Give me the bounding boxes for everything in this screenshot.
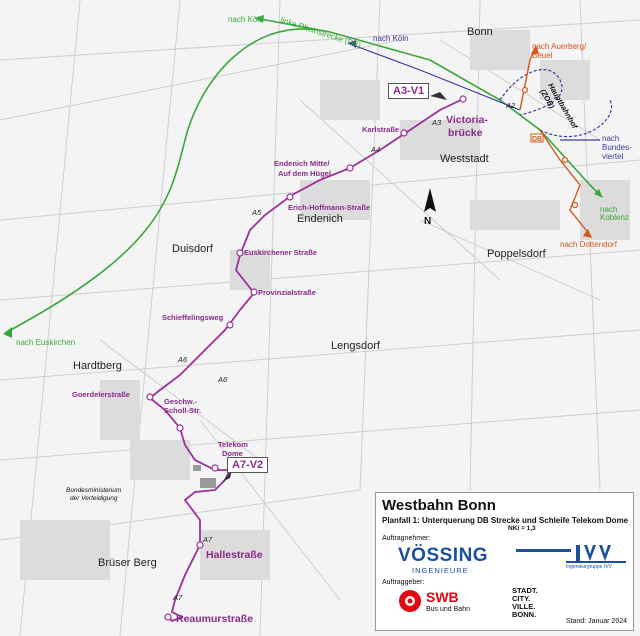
dir-auerberg-1: nach Auerberg/ <box>532 42 587 51</box>
swb-icon <box>399 590 421 612</box>
dir-bundesviertel-2: Bundes- <box>602 143 632 152</box>
arrow-dottendorf <box>583 229 592 238</box>
ivv-subtitle: Ingenieurgruppe IVV <box>566 564 612 570</box>
seg-a7-2: A7 <box>172 593 183 602</box>
voessing-logo: VÖSSING <box>398 545 489 566</box>
a3v1-pointer <box>430 92 447 100</box>
stop-schieffelingsweg: Schieffelingsweg <box>162 313 224 322</box>
arrow-koelln-green <box>255 15 264 23</box>
orange-stops <box>521 86 579 209</box>
dir-dottendorf: nach Dottendorf <box>560 240 618 249</box>
dir-bundesviertel-1: nach <box>602 134 619 143</box>
district-lengsdorf: Lengsdorf <box>331 340 381 352</box>
seg-a2: A2 <box>505 101 516 110</box>
dir-koblenz-1: nach <box>600 205 617 214</box>
poi-bmvg-1: Bundesministerium <box>66 487 122 494</box>
district-endenich: Endenich <box>297 213 343 225</box>
building-blocks <box>20 30 630 580</box>
legend-nki: NKI = 1,3 <box>508 525 536 532</box>
dir-koeln-blue: nach Köln <box>373 34 409 43</box>
seg-a5: A5 <box>251 208 262 217</box>
stop-karlstrasse: Karlstraße <box>362 125 399 134</box>
contractor-label: Auftragnehmer: <box>382 535 431 542</box>
swb-subtitle: Bus und Bahn <box>426 606 470 613</box>
dir-koeln-green: nach Köln <box>228 15 264 24</box>
db-badge-text: DB <box>532 136 542 143</box>
district-poppelsdorf: Poppelsdorf <box>487 248 547 260</box>
dir-linke-rheinstrecke: linke Rheinstrecke (DB) <box>279 15 362 50</box>
dir-auerberg-2: Beuel <box>532 51 553 60</box>
stop-goerdeler: Goerdelerstraße <box>72 390 130 399</box>
db-badge <box>530 133 544 143</box>
seg-a3: A3 <box>431 118 442 127</box>
variant-a3-v1: A3-V1 <box>388 83 430 99</box>
north-arrow: N <box>424 188 436 227</box>
stop-geschw-scholl-1: Geschw.- <box>164 397 198 406</box>
bus-line-koeln <box>349 43 521 111</box>
district-duisdorf: Duisdorf <box>172 243 214 255</box>
arrow-koblenz <box>594 189 603 198</box>
stop-hallestrasse: Hallestraße <box>206 549 263 561</box>
stop-victoriabruecke-2: brücke <box>448 127 483 139</box>
stop-geschw-scholl-2: Scholl-Str. <box>164 406 201 415</box>
stop-erich-hoffmann: Erich-Hoffmann-Straße <box>288 203 370 212</box>
poi-bmvg-2: der Verteidigung <box>70 495 118 502</box>
stop-endenich-mitte-1: Endenich Mitte/ <box>274 159 330 168</box>
svg-text:N: N <box>424 216 431 227</box>
voessing-subtitle: INGENIEURE <box>412 566 469 575</box>
seg-a6-1: A6 <box>177 355 188 364</box>
swb-logo: SWB <box>426 589 459 605</box>
seg-a7-1: A7 <box>202 535 213 544</box>
tram-line-dottendorf <box>539 129 591 236</box>
seg-a4: A4 <box>370 145 380 154</box>
a7v2-pointer <box>222 470 232 482</box>
dir-euskirchen: nach Euskirchen <box>16 338 75 347</box>
district-bonn: Bonn <box>467 26 493 38</box>
westbahn-route <box>148 97 466 623</box>
stop-euskirchener: Euskirchener Straße <box>244 248 317 257</box>
bus-line-loop <box>499 69 613 138</box>
legend-subtitle: Planfall 1: Unterquerung DB Strecke und … <box>382 516 629 525</box>
district-hardtberg: Hardtberg <box>73 360 122 372</box>
station-points <box>146 95 467 621</box>
ivv-logo <box>516 545 626 563</box>
dir-koblenz-2: Koblenz <box>600 213 629 222</box>
arrow-koeln-blue <box>348 40 356 48</box>
legend-title: Westbahn Bonn <box>382 497 496 514</box>
stop-victoriabruecke-1: Victoria- <box>446 114 488 126</box>
telekom-dome-building <box>200 478 216 488</box>
legend-stand: Stand: Januar 2024 <box>565 618 627 625</box>
seg-a6-2: A6 <box>217 375 228 384</box>
telekom-depot <box>193 465 201 471</box>
stop-endenich-mitte-2: Auf dem Hügel <box>278 169 331 178</box>
stop-telekom-1: Telekom <box>218 440 248 449</box>
stop-reaumur: Reaumurstraße <box>176 613 253 625</box>
arrow-auerberg <box>531 45 539 54</box>
district-weststadt: Weststadt <box>440 153 489 165</box>
stop-telekom-2: Dome <box>222 449 243 458</box>
stop-provinzial: Provinzialstraße <box>258 288 316 297</box>
variant-a7-v2: A7-V2 <box>227 457 269 473</box>
arrow-euskirchen <box>3 327 12 338</box>
db-line-euskirchen <box>4 28 319 334</box>
district-brueser-berg: Brüser Berg <box>98 557 157 569</box>
stadt-bonn-logo: STADT. CITY. VILLE. BONN. <box>512 586 538 619</box>
legend-box: Westbahn Bonn Planfall 1: Unterquerung D… <box>375 492 634 631</box>
client-label: Auftraggeber: <box>382 579 425 586</box>
dir-bundesviertel-3: viertel <box>602 152 624 161</box>
